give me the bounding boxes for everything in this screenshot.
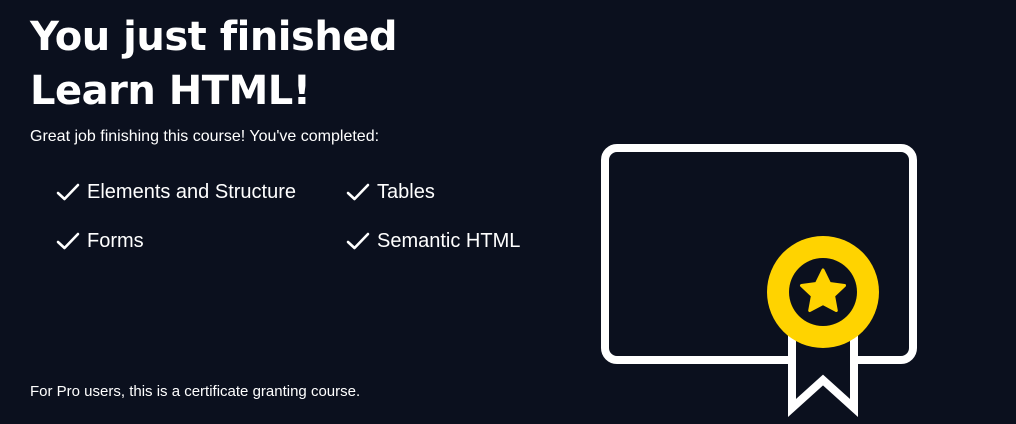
completed-item-forms: Forms bbox=[56, 224, 346, 258]
certificate-icon bbox=[601, 144, 917, 418]
completed-item-tables: Tables bbox=[346, 175, 576, 209]
star-icon bbox=[800, 268, 846, 312]
completed-item-elements-and-structure: Elements and Structure bbox=[56, 175, 346, 209]
completed-lessons-list: Elements and Structure Tables Forms Sema… bbox=[56, 175, 576, 273]
completed-item-label: Elements and Structure bbox=[87, 180, 296, 203]
completed-item-semantic-html: Semantic HTML bbox=[346, 224, 576, 258]
intro-text: Great job finishing this course! You've … bbox=[30, 128, 380, 145]
headline-line-2: Learn HTML! bbox=[30, 68, 311, 114]
check-icon bbox=[56, 183, 80, 201]
completion-headline: You just finished Learn HTML! bbox=[30, 10, 398, 118]
completed-item-label: Forms bbox=[87, 229, 144, 252]
check-icon bbox=[56, 232, 80, 250]
completed-item-label: Semantic HTML bbox=[377, 229, 521, 252]
check-icon bbox=[346, 183, 370, 201]
check-icon bbox=[346, 232, 370, 250]
certificate-footnote: For Pro users, this is a certificate gra… bbox=[30, 383, 361, 400]
completed-item-label: Tables bbox=[377, 180, 435, 203]
headline-line-1: You just finished bbox=[30, 14, 398, 60]
